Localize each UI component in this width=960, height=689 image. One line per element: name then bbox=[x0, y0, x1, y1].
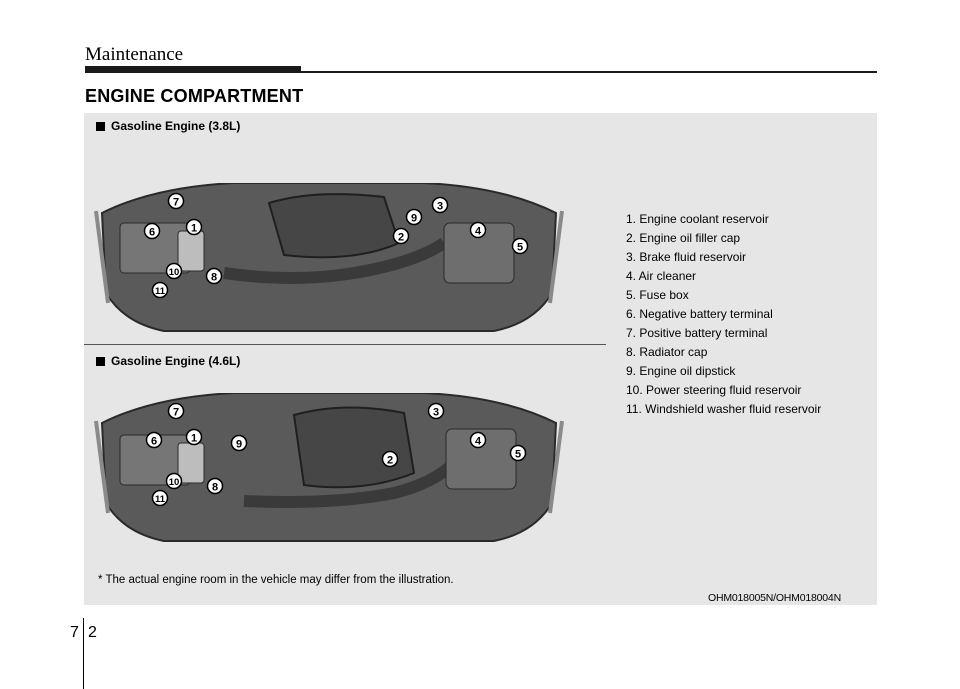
svg-text:2: 2 bbox=[387, 455, 393, 467]
svg-text:1: 1 bbox=[191, 223, 197, 235]
svg-text:4: 4 bbox=[475, 436, 482, 448]
svg-text:7: 7 bbox=[173, 407, 179, 419]
callout-1: 1 bbox=[185, 428, 203, 446]
legend-item: 9. Engine oil dipstick bbox=[626, 364, 736, 378]
callout-1: 1 bbox=[185, 218, 203, 236]
callout-11: 11 bbox=[151, 489, 169, 507]
svg-text:3: 3 bbox=[437, 201, 443, 213]
legend-item: 5. Fuse box bbox=[626, 288, 689, 302]
legend-item: 8. Radiator cap bbox=[626, 345, 708, 359]
callout-7: 7 bbox=[167, 402, 185, 420]
svg-text:10: 10 bbox=[169, 477, 180, 488]
svg-text:11: 11 bbox=[155, 494, 166, 505]
legend-item: 7. Positive battery terminal bbox=[626, 326, 768, 340]
svg-text:8: 8 bbox=[212, 482, 218, 494]
intake-hose-shape bbox=[243, 458, 459, 508]
engine-heading-1-label: Gasoline Engine (3.8L) bbox=[111, 119, 241, 133]
hood-right-edge bbox=[548, 420, 564, 514]
callout-5: 5 bbox=[511, 237, 529, 255]
callout-11: 11 bbox=[151, 281, 169, 299]
callout-group-1: 7 6 1 10 8 11 9 3 2 4 5 bbox=[143, 192, 529, 299]
svg-text:3: 3 bbox=[433, 407, 439, 419]
legend-item: 1. Engine coolant reservoir bbox=[626, 212, 769, 226]
engine-illustration-2: 7 6 1 9 10 8 11 3 2 4 5 bbox=[94, 393, 564, 542]
callout-4: 4 bbox=[469, 221, 487, 239]
engine-heading-2-label: Gasoline Engine (4.6L) bbox=[111, 354, 241, 368]
callout-group-2: 7 6 1 9 10 8 11 3 2 4 5 bbox=[145, 402, 527, 507]
page-divider bbox=[83, 618, 84, 689]
coolant-tank-shape bbox=[177, 442, 205, 484]
engine-illustration-1: 7 6 1 10 8 11 9 3 2 4 5 bbox=[94, 183, 564, 332]
legend-item: 3. Brake fluid reservoir bbox=[626, 250, 747, 264]
coolant-tank-shape bbox=[177, 230, 205, 272]
page-number: 2 bbox=[88, 624, 97, 641]
callout-10: 10 bbox=[165, 472, 183, 490]
callout-5: 5 bbox=[509, 444, 527, 462]
hood-right-edge bbox=[548, 210, 564, 304]
svg-text:1: 1 bbox=[191, 433, 197, 445]
svg-text:5: 5 bbox=[515, 449, 521, 461]
legend-item: 2. Engine oil filler cap bbox=[626, 231, 741, 245]
svg-text:5: 5 bbox=[517, 242, 523, 254]
square-bullet-icon bbox=[96, 356, 105, 366]
callout-3: 3 bbox=[427, 402, 445, 420]
intake-hose-shape bbox=[223, 237, 448, 284]
callout-6: 6 bbox=[145, 431, 163, 449]
engine-heading-1: Gasoline Engine (3.8L) bbox=[96, 119, 240, 133]
legend-item: 11. Windshield washer fluid reservoir bbox=[626, 402, 822, 416]
callout-4: 4 bbox=[469, 431, 487, 449]
svg-text:6: 6 bbox=[151, 436, 157, 448]
component-legend: 1. Engine coolant reservoir 2. Engine oi… bbox=[626, 210, 821, 419]
svg-text:10: 10 bbox=[169, 267, 180, 278]
svg-text:11: 11 bbox=[155, 286, 166, 297]
legend-item: 10. Power steering fluid reservoir bbox=[626, 383, 802, 397]
engine-cover-shape bbox=[292, 406, 416, 489]
svg-text:9: 9 bbox=[411, 213, 417, 225]
hood-left-edge bbox=[94, 210, 110, 304]
engine-cover-shape bbox=[267, 193, 401, 259]
page-chapter: 7 bbox=[70, 624, 79, 641]
svg-text:4: 4 bbox=[475, 226, 482, 238]
header-bar-thick bbox=[85, 66, 301, 73]
section-title: ENGINE COMPARTMENT bbox=[85, 86, 304, 106]
callout-6: 6 bbox=[143, 222, 161, 240]
engine-heading-2: Gasoline Engine (4.6L) bbox=[96, 354, 240, 368]
hood-left-edge bbox=[94, 420, 110, 514]
callout-2: 2 bbox=[381, 450, 399, 468]
callout-7: 7 bbox=[167, 192, 185, 210]
callout-8: 8 bbox=[206, 477, 224, 495]
callout-10: 10 bbox=[165, 262, 183, 280]
callout-2: 2 bbox=[392, 227, 410, 245]
image-code: OHM018005N/OHM018004N bbox=[708, 592, 841, 604]
square-bullet-icon bbox=[96, 121, 105, 131]
section-divider bbox=[84, 344, 606, 345]
callout-9: 9 bbox=[405, 208, 423, 226]
header-title: Maintenance bbox=[85, 44, 184, 65]
callout-9: 9 bbox=[230, 434, 248, 452]
callout-8: 8 bbox=[205, 267, 223, 285]
header-bar-thin bbox=[301, 71, 877, 73]
svg-text:9: 9 bbox=[236, 439, 242, 451]
svg-text:6: 6 bbox=[149, 227, 155, 239]
legend-item: 4. Air cleaner bbox=[626, 269, 697, 283]
footnote: * The actual engine room in the vehicle … bbox=[98, 574, 454, 586]
svg-text:8: 8 bbox=[211, 272, 217, 284]
callout-3: 3 bbox=[431, 196, 449, 214]
svg-text:7: 7 bbox=[173, 197, 179, 209]
legend-item: 6. Negative battery terminal bbox=[626, 307, 773, 321]
svg-text:2: 2 bbox=[398, 232, 404, 244]
